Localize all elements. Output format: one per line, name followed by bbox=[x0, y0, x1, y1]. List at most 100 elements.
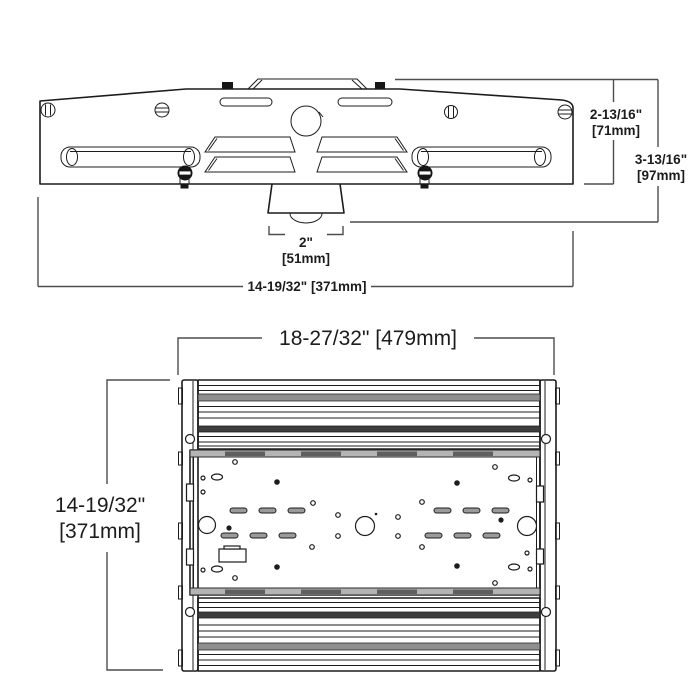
top-slot-right bbox=[337, 97, 393, 107]
bolt-lower-right bbox=[417, 165, 433, 181]
bottom-clip-right bbox=[419, 177, 430, 189]
plate-hole bbox=[524, 550, 530, 556]
dim-bracket-right bbox=[327, 226, 344, 236]
heatsink-fins-bottom bbox=[197, 597, 541, 672]
wiring-slot bbox=[462, 507, 481, 514]
dim-width-metric: [371mm] bbox=[59, 520, 141, 543]
dim-height-body-metric: [71mm] bbox=[592, 123, 640, 138]
screw-head bbox=[444, 105, 458, 119]
plate-hole bbox=[527, 477, 533, 483]
plate-hole bbox=[200, 475, 206, 481]
plate-bottom-edge bbox=[189, 587, 541, 596]
fin-line bbox=[198, 602, 540, 666]
cap-screw-hole bbox=[184, 433, 196, 445]
reflector-tube-left bbox=[60, 146, 201, 168]
center-knockout-hole bbox=[290, 105, 322, 137]
dim-bracket-left bbox=[177, 337, 262, 375]
screw-hatch bbox=[448, 106, 454, 118]
wiring-slot bbox=[278, 532, 297, 539]
cap-screw-hole bbox=[540, 606, 552, 618]
dim-bracket-bottom bbox=[106, 552, 163, 671]
plate-tiny-dot bbox=[374, 512, 378, 516]
dim-bracket-right bbox=[474, 337, 555, 375]
vent-upper-right bbox=[316, 136, 408, 153]
screw-hatch bbox=[45, 104, 51, 116]
wiring-slot bbox=[433, 507, 452, 514]
dim-width-imperial: 14-19/32" bbox=[55, 494, 145, 517]
vent-lower-left bbox=[204, 156, 296, 173]
end-view-housing bbox=[39, 78, 574, 224]
dim-height-body-imperial: 2-13/16" bbox=[590, 107, 642, 122]
knockout-tab bbox=[318, 111, 324, 118]
plate-dot bbox=[226, 525, 232, 531]
knockout-center bbox=[354, 515, 376, 537]
plate-pilot-hole bbox=[310, 500, 316, 506]
dim-height-body: 2-13/16" [71mm] bbox=[395, 78, 658, 185]
plate-pilot-hole bbox=[309, 544, 315, 550]
knockout-left bbox=[197, 515, 217, 535]
plate-dot bbox=[274, 479, 280, 485]
plate-pilot-hole bbox=[232, 575, 238, 581]
plate-pilot-hole bbox=[395, 514, 401, 520]
wiring-slot bbox=[229, 507, 248, 514]
plate-hole bbox=[200, 489, 206, 495]
plate-slot-hole bbox=[210, 473, 224, 481]
reflector-tube-right bbox=[411, 146, 552, 168]
plate-dot bbox=[498, 517, 504, 523]
plate-pilot-hole bbox=[395, 533, 401, 539]
plate-hole bbox=[200, 567, 206, 573]
dim-length-label: 18-27/32" [479mm] bbox=[279, 327, 457, 350]
screw-top-right-inner bbox=[444, 105, 458, 119]
plate-slot-hole bbox=[507, 474, 521, 482]
screw-head bbox=[154, 102, 170, 118]
dim-width-plan: 14-19/32" [371mm] bbox=[55, 379, 170, 671]
bolt-lower-left bbox=[177, 165, 193, 181]
fin-line bbox=[198, 385, 540, 447]
mounting-plate-top bbox=[247, 78, 368, 90]
screw-top-left-corner bbox=[40, 102, 56, 118]
plan-view: 18-27/32" [479mm] 14-19/32" [371mm] bbox=[55, 327, 560, 672]
sensor-dome bbox=[289, 213, 323, 224]
dim-bracket-top bbox=[106, 379, 170, 484]
dim-bracket-left bbox=[268, 226, 285, 236]
top-clip-right bbox=[375, 82, 385, 89]
wiring-slot bbox=[453, 532, 472, 539]
cap-screw-hole bbox=[540, 433, 552, 445]
vent-upper-left bbox=[204, 136, 296, 153]
screw-top-right-corner bbox=[557, 104, 573, 120]
screw-slot bbox=[155, 107, 169, 113]
rect-knockout bbox=[218, 545, 247, 563]
top-slot-left bbox=[219, 97, 273, 107]
plate-pilot-hole bbox=[419, 499, 425, 505]
end-cap-left bbox=[178, 379, 199, 672]
plate-side-notch bbox=[185, 548, 195, 566]
wiring-slot bbox=[482, 532, 501, 539]
plate-side-notch bbox=[185, 483, 195, 502]
wiring-slot bbox=[220, 532, 239, 539]
housing-outline bbox=[39, 88, 574, 185]
plate-slot-hole bbox=[507, 563, 521, 571]
heatsink-fins-top bbox=[197, 379, 541, 450]
plate-dot bbox=[454, 563, 460, 569]
wiring-slot bbox=[424, 532, 443, 539]
plate-pilot-hole bbox=[232, 459, 238, 465]
dim-line-vertical bbox=[350, 79, 659, 223]
wiring-slot bbox=[249, 532, 268, 539]
dim-sensor-metric: [51mm] bbox=[282, 251, 330, 266]
screw-head bbox=[40, 102, 56, 118]
plate-dot bbox=[454, 480, 460, 486]
bottom-clip-left bbox=[179, 177, 190, 189]
screw-head bbox=[557, 104, 573, 120]
plate-pilot-hole bbox=[492, 464, 498, 470]
end-view: 2-13/16" [71mm] 3-13/16" [97mm] 2" [51mm… bbox=[37, 78, 687, 294]
dim-height-overall: 3-13/16" [97mm] bbox=[350, 79, 687, 223]
plate-dot bbox=[274, 564, 280, 570]
end-cap-right bbox=[539, 379, 560, 672]
plate-slot-hole bbox=[210, 565, 224, 573]
screw-slot bbox=[558, 109, 572, 115]
dim-line-vertical bbox=[584, 79, 615, 185]
plate-top-edge bbox=[189, 449, 541, 458]
mounting-plate bbox=[185, 449, 545, 596]
